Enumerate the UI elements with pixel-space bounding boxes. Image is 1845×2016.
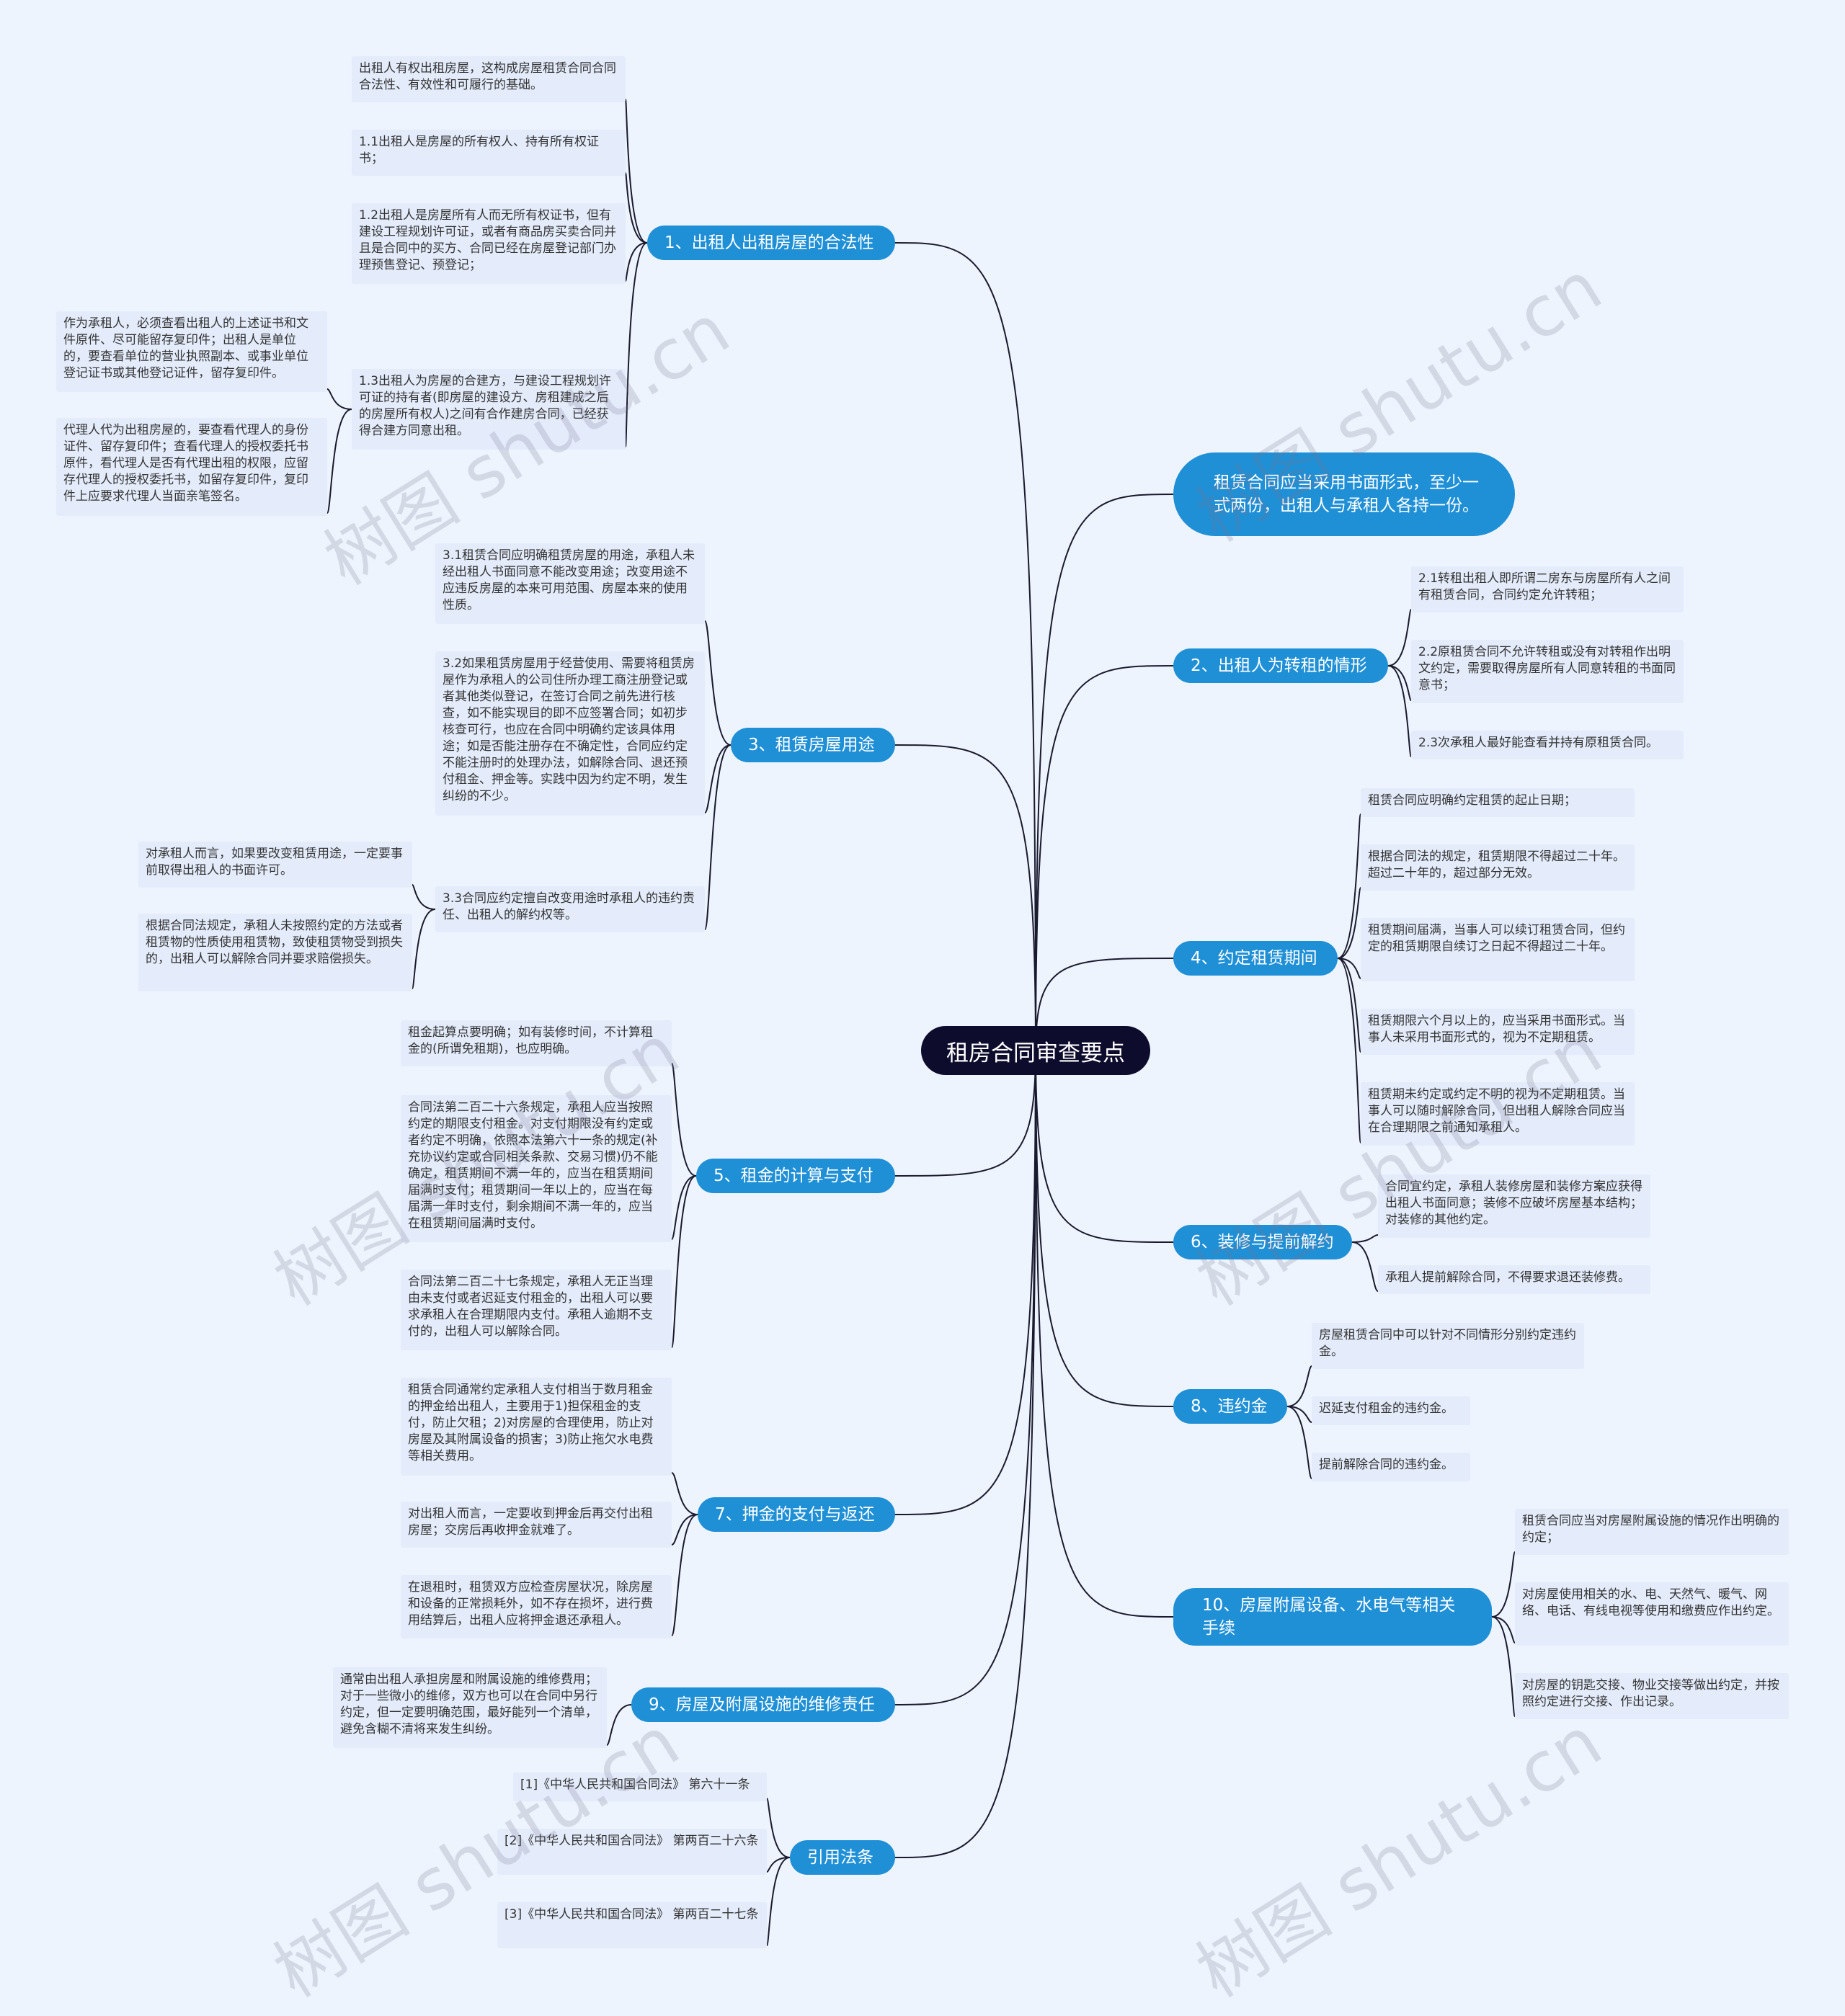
connector: [671, 1063, 697, 1177]
branch-penalty[interactable]: 8、违约金: [1173, 1389, 1287, 1424]
connector: [1337, 958, 1361, 1143]
leaf-1-0: 出租人有权出租房屋，这构成房屋租赁合同合同合法性、有效性和可履行的基础。: [352, 56, 626, 102]
connector: [1286, 1365, 1312, 1407]
connector: [1491, 1551, 1516, 1618]
branch-deposit[interactable]: 7、押金的支付与返还: [698, 1497, 895, 1532]
leaf-3-3: 3.3合同应约定擅自改变用途时承租人的违约责任、出租人的解约权等。: [435, 886, 705, 932]
connector: [1035, 958, 1174, 1051]
connector: [1387, 665, 1412, 701]
leaf-10-1: 租赁合同应当对房屋附属设施的情况作出明确的约定；: [1515, 1509, 1789, 1555]
leaf-5-2: 合同法第二百二十六条规定，承租人应当按照约定的期限支付租金。对支付期限没有约定或…: [401, 1095, 672, 1242]
connector: [1337, 958, 1361, 979]
connector: [704, 744, 732, 930]
connector: [1387, 665, 1412, 757]
leaf-7-3: 在退租时，租赁双方应检查房屋状况，除房屋和设备的正常损耗外，如不存在损坏，进行费…: [401, 1575, 672, 1638]
leaf-8-2: 迟延支付租金的违约金。: [1312, 1396, 1470, 1425]
connector: [1035, 1050, 1174, 1407]
leaf-1-3-a: 作为承租人，必须查看出租人的上述证书和文件原件、尽可能留存复印件；出租人是单位的…: [56, 311, 327, 392]
connector: [671, 1472, 698, 1515]
connector: [671, 1175, 697, 1348]
connector: [1337, 958, 1361, 1053]
connector: [1351, 1241, 1379, 1292]
leaf-1-2: 1.2出租人是房屋所有人而无所有权证书，但有建设工程规划许可证，或者有商品房买卖…: [352, 203, 626, 284]
branch-facilities[interactable]: 10、房屋附属设备、水电气等相关手续: [1173, 1588, 1492, 1646]
connector: [606, 1704, 632, 1746]
leaf-9-1: 通常由出租人承担房屋和附属设施的维修费用；对于一些微小的维修，双方也可以在合同中…: [333, 1667, 607, 1748]
branch-sublease[interactable]: 2、出租人为转租的情形: [1173, 648, 1388, 683]
connector: [894, 1050, 1036, 1177]
leaf-2-3: 2.3次承租人最好能查看并持有原租赁合同。: [1411, 731, 1684, 759]
connector: [1351, 1234, 1379, 1243]
connector: [1286, 1406, 1312, 1479]
leaf-ref-1: [1]《中华人民共和国合同法》 第六十一条: [513, 1772, 767, 1801]
connector: [704, 620, 732, 746]
connector: [704, 744, 732, 813]
connector: [894, 242, 1036, 1051]
connector: [1337, 813, 1361, 959]
leaf-2-2: 2.2原租赁合同不允许转租或没有对转租作出明文约定，需要取得房屋所有人同意转租的…: [1411, 640, 1684, 703]
leaf-3-3-b: 根据合同法规定，承租人未按照约定的方法或者租赁物的性质使用租赁物，致使租赁物受到…: [138, 914, 412, 991]
connector: [894, 1050, 1036, 1705]
connector: [766, 1798, 791, 1858]
connector: [1286, 1406, 1312, 1423]
connector: [1035, 494, 1174, 1051]
connector: [625, 172, 648, 244]
connector: [894, 1050, 1036, 1515]
leaf-10-3: 对房屋的钥匙交接、物业交接等做出约定，并按照约定进行交接、作出记录。: [1515, 1673, 1789, 1719]
leaf-1-3-b: 代理人代为出租房屋的，要查看代理人的身份证件、留存复印件；查看代理人的授权委托书…: [56, 418, 327, 516]
connector: [625, 242, 648, 447]
connector: [671, 1514, 698, 1636]
leaf-4-4: 租赁期限六个月以上的，应当采用书面形式。当事人未采用书面形式的，视为不定期租赁。: [1361, 1009, 1635, 1055]
leaf-5-1: 租金起算点要明确；如有装修时间，不计算租金的(所谓免租期)，也应明确。: [401, 1020, 672, 1066]
connector: [1491, 1616, 1516, 1717]
connector: [1035, 1050, 1174, 1243]
connector: [412, 909, 436, 989]
leaf-4-1: 租赁合同应明确约定租赁的起止日期；: [1361, 788, 1635, 817]
leaf-ref-2: [2]《中华人民共和国合同法》 第两百二十六条: [497, 1829, 767, 1875]
leaf-6-1: 合同宜约定，承租人装修房屋和装修方案应获得出租人书面同意；装修不应破坏房屋基本结…: [1378, 1174, 1650, 1238]
branch-renovation[interactable]: 6、装修与提前解约: [1173, 1225, 1352, 1259]
leaf-3-1: 3.1租赁合同应明确租赁房屋的用途，承租人未经出租人书面同意不能改变用途；改变用…: [435, 543, 705, 624]
connector: [1035, 665, 1174, 1051]
connector: [894, 744, 1036, 1051]
connector: [1337, 887, 1361, 959]
leaf-8-3: 提前解除合同的违约金。: [1312, 1453, 1470, 1481]
leaf-3-3-a: 对承租人而言，如果要改变租赁用途，一定要事前取得出租人的书面许可。: [138, 842, 412, 888]
leaf-1-3: 1.3出租人为房屋的合建方，与建设工程规划许可证的持有者(即房屋的建设方、房租建…: [352, 369, 626, 450]
connector: [671, 1514, 698, 1546]
leaf-7-2: 对出租人而言，一定要收到押金后再交付出租房屋；交房后再收押金就难了。: [401, 1502, 672, 1548]
branch-usage[interactable]: 3、租赁房屋用途: [731, 728, 895, 762]
connector: [766, 1857, 791, 1873]
leaf-4-2: 根据合同法的规定，租赁期限不得超过二十年。超过二十年的，超过部分无效。: [1361, 844, 1635, 891]
connector: [412, 884, 436, 910]
leaf-4-3: 租赁期间届满，当事人可以续订租赁合同，但约定的租赁期限自续订之日起不得超过二十年…: [1361, 918, 1635, 981]
connector: [1491, 1616, 1516, 1643]
leaf-5-3: 合同法第二百二十七条规定，承租人无正当理由未支付或者迟延支付租金的，出租人可以要…: [401, 1270, 672, 1350]
leaf-ref-3: [3]《中华人民共和国合同法》 第两百二十七条: [497, 1902, 767, 1948]
root-node[interactable]: 租房合同审查要点: [921, 1026, 1150, 1075]
leaf-2-1: 2.1转租出租人即所谓二房东与房屋所有人之间有租赁合同，合同约定允许转租；: [1411, 566, 1684, 612]
leaf-8-1: 房屋租赁合同中可以针对不同情形分别约定违约金。: [1312, 1323, 1584, 1369]
connector: [625, 99, 648, 244]
branch-rent-payment[interactable]: 5、租金的计算与支付: [696, 1159, 895, 1193]
leaf-3-2: 3.2如果租赁房屋用于经营使用、需要将租赁房屋作为承租人的公司住所办理工商注册登…: [435, 651, 705, 816]
connector: [326, 409, 352, 514]
connector: [894, 1050, 1036, 1858]
connector: [766, 1857, 791, 1946]
connector: [625, 242, 648, 282]
connector: [1387, 609, 1412, 666]
leaf-1-1: 1.1出租人是房屋的所有权人、持有所有权证书；: [352, 130, 626, 176]
branch-lease-term[interactable]: 4、约定租赁期间: [1173, 941, 1338, 976]
branch-references[interactable]: 引用法条: [790, 1840, 895, 1875]
connector: [326, 388, 352, 410]
branch-written-form[interactable]: 租赁合同应当采用书面形式，至少一式两份，出租人与承租人各持一份。: [1173, 452, 1515, 536]
branch-maintenance[interactable]: 9、房屋及附属设施的维修责任: [631, 1687, 895, 1722]
connector: [671, 1175, 697, 1240]
leaf-6-2: 承租人提前解除合同，不得要求退还装修费。: [1378, 1265, 1650, 1294]
leaf-10-2: 对房屋使用相关的水、电、天然气、暖气、网络、电话、有线电视等使用和缴费应作出约定…: [1515, 1582, 1789, 1646]
connector: [1035, 1050, 1174, 1618]
leaf-4-5: 租赁期未约定或约定不明的视为不定期租赁。当事人可以随时解除合同，但出租人解除合同…: [1361, 1082, 1635, 1146]
branch-legality[interactable]: 1、出租人出租房屋的合法性: [647, 226, 895, 260]
leaf-7-1: 租赁合同通常约定承租人支付相当于数月租金的押金给出租人，主要用于1)担保租金的支…: [401, 1378, 672, 1476]
